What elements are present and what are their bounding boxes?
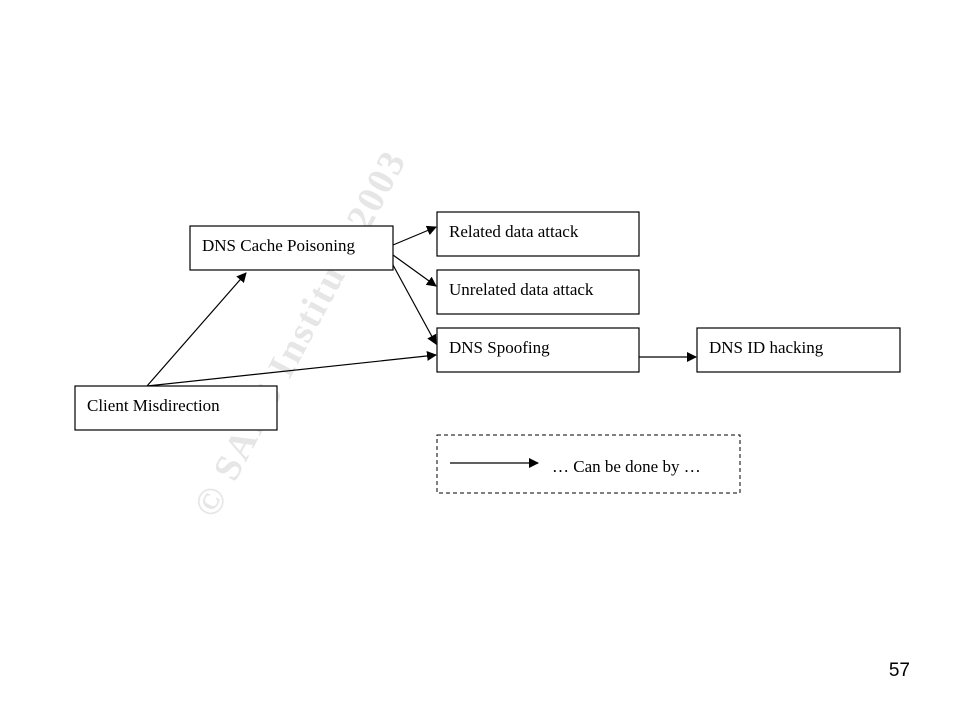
edge-cache-to-spoofing <box>392 264 437 345</box>
node-label: Related data attack <box>449 222 579 241</box>
legend-label: … Can be done by … <box>552 457 701 476</box>
watermark: © SANS Institute 2003 <box>186 143 415 524</box>
edge-cache-to-unrelated <box>392 254 437 287</box>
edge-client-to-spoofing <box>146 350 437 387</box>
node-dns-cache-poisoning: DNS Cache Poisoning <box>189 225 394 271</box>
edge-cache-to-related <box>392 225 437 246</box>
page-number: 57 <box>888 660 910 681</box>
node-label: Unrelated data attack <box>449 280 594 299</box>
node-dns-spoofing: DNS Spoofing <box>436 327 640 373</box>
legend-box: … Can be done by … <box>436 434 741 494</box>
edge-client-to-cache <box>146 272 247 387</box>
node-label: Client Misdirection <box>87 396 220 415</box>
node-unrelated-data-attack: Unrelated data attack <box>436 269 640 315</box>
node-dns-id-hacking: DNS ID hacking <box>696 327 901 373</box>
node-client-misdirection: Client Misdirection <box>74 385 278 431</box>
node-related-data-attack: Related data attack <box>436 211 640 257</box>
node-label: DNS Cache Poisoning <box>202 236 356 255</box>
node-label: DNS ID hacking <box>709 338 824 357</box>
node-label: DNS Spoofing <box>449 338 550 357</box>
